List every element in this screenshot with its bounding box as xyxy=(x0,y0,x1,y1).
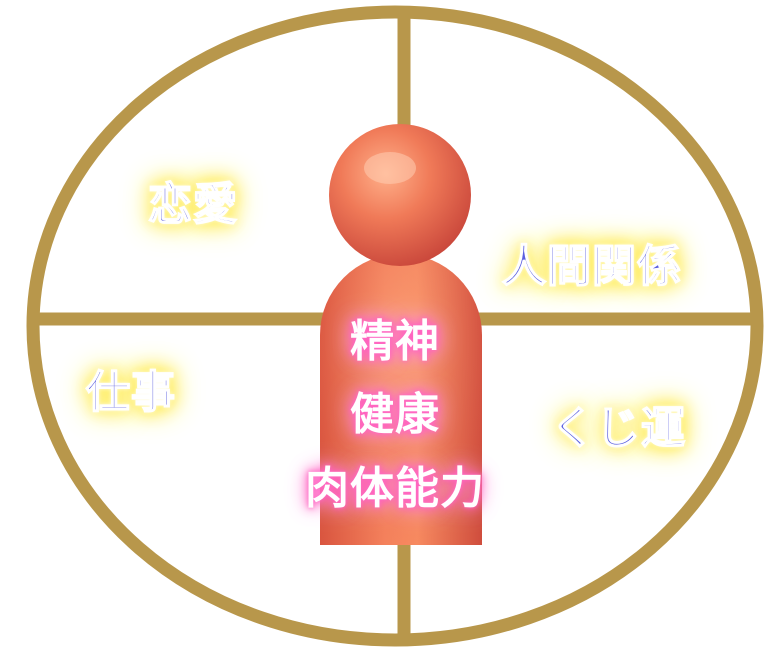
person-figure xyxy=(320,124,482,545)
label-physical-ability: 肉体能力 xyxy=(305,463,485,514)
label-work: 仕事 xyxy=(85,366,176,419)
label-luck: くじ運 xyxy=(550,402,686,455)
figure-head xyxy=(329,124,471,266)
label-health: 健康 xyxy=(350,389,440,440)
label-romance: 恋愛 xyxy=(147,178,238,231)
label-relationships: 人間関係 xyxy=(501,240,682,293)
outer-ring xyxy=(26,5,764,647)
label-mental: 精神 xyxy=(350,316,440,367)
